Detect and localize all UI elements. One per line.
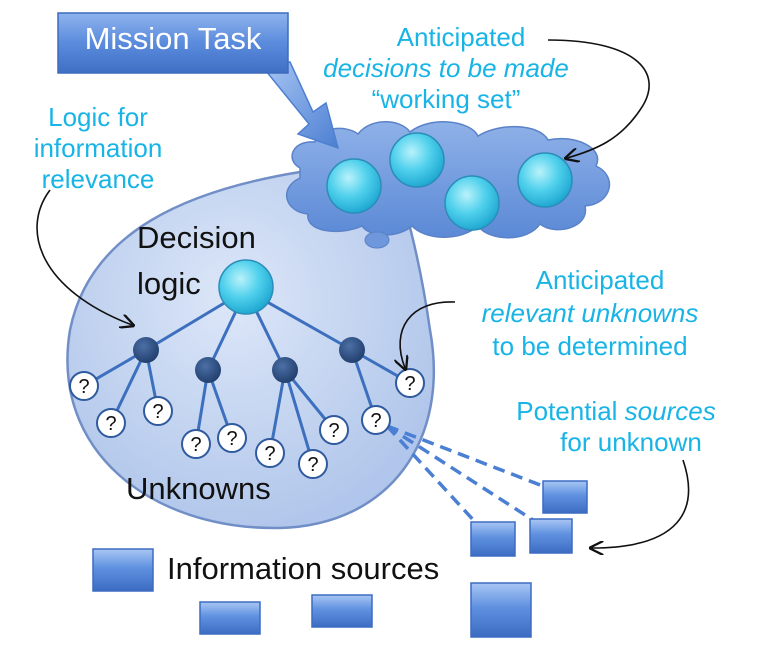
mission-task-box — [57, 12, 289, 74]
sources-line1-plain: Potential — [516, 396, 625, 426]
decisions-line1: Anticipated — [396, 22, 526, 52]
unknown-node: ? — [143, 396, 173, 426]
decisions-label: Anticipated decisions to be made “workin… — [316, 22, 576, 115]
question-mark: ? — [190, 434, 201, 456]
decision-ball — [444, 175, 500, 231]
source-box — [470, 582, 532, 638]
mission-arrow — [260, 61, 340, 150]
unknowns-label: Unknowns — [126, 471, 271, 506]
callout-arrows — [36, 39, 690, 548]
sources-line1-italic: sources — [624, 396, 716, 426]
question-mark: ? — [105, 413, 116, 435]
unknowns-line1: Anticipated — [535, 265, 665, 295]
question-mark: ? — [370, 410, 381, 432]
decision-ball — [389, 132, 445, 188]
tree-node — [195, 357, 221, 383]
relevant-unknowns-label: Anticipated relevant unknowns to be dete… — [460, 264, 720, 363]
question-mark: ? — [264, 443, 275, 465]
callout-arrow-decisions — [547, 39, 650, 158]
callout-arrow-logic — [36, 189, 132, 325]
unknown-node: ? — [319, 415, 349, 445]
information-sources — [92, 480, 588, 638]
question-mark: ? — [152, 401, 163, 423]
question-mark: ? — [404, 373, 415, 395]
source-box — [542, 480, 588, 514]
unknown-node: ? — [217, 423, 247, 453]
unknown-node: ? — [395, 368, 425, 398]
question-mark: ? — [328, 420, 339, 442]
unknown-node: ? — [255, 438, 285, 468]
unknown-node: ? — [361, 405, 391, 435]
sources-line1: Potential sources — [486, 396, 746, 427]
unknown-node: ? — [69, 371, 99, 401]
mission-task-label: Mission Task — [84, 21, 262, 56]
unknown-node: ? — [298, 449, 328, 479]
logic-line2: information — [33, 133, 163, 163]
decisions-line3: “working set” — [371, 84, 521, 114]
unknown-node: ? — [181, 429, 211, 459]
source-box — [470, 521, 516, 557]
source-box — [529, 518, 573, 554]
decision-logic-label: Decision logic — [137, 215, 256, 307]
decision-logic-root — [218, 259, 274, 315]
source-box — [92, 548, 154, 592]
sources-line2: for unknown — [560, 427, 702, 457]
decision-line1: Decision — [137, 220, 256, 255]
source-box — [311, 594, 373, 628]
unknowns-line2: relevant unknowns — [481, 298, 699, 328]
unknown-node: ? — [96, 408, 126, 438]
logic-line3: relevance — [41, 164, 155, 194]
callout-arrow-sources — [592, 459, 690, 548]
logic-line1: Logic for — [48, 102, 148, 132]
potential-sources-label: Potential sources for unknown — [486, 396, 746, 458]
question-mark: ? — [78, 376, 89, 398]
logic-relevance-label: Logic for information relevance — [8, 102, 188, 195]
source-links — [385, 424, 549, 526]
question-mark: ? — [226, 428, 237, 450]
question-mark: ? — [307, 454, 318, 476]
tree-node — [133, 337, 159, 363]
unknowns-line3: to be determined — [492, 331, 688, 361]
unknown-nodes: ? ? ? ? ? ? ? ? ? ? — [69, 368, 425, 479]
tree-node — [272, 357, 298, 383]
tree-node — [339, 337, 365, 363]
decisions-line2: decisions to be made — [323, 53, 569, 83]
callout-arrow-unknowns — [400, 301, 456, 368]
decision-ball — [326, 158, 382, 214]
information-sources-label: Information sources — [167, 551, 440, 586]
decision-ball — [517, 152, 573, 208]
decision-line2: logic — [137, 266, 201, 301]
source-box — [199, 601, 261, 635]
